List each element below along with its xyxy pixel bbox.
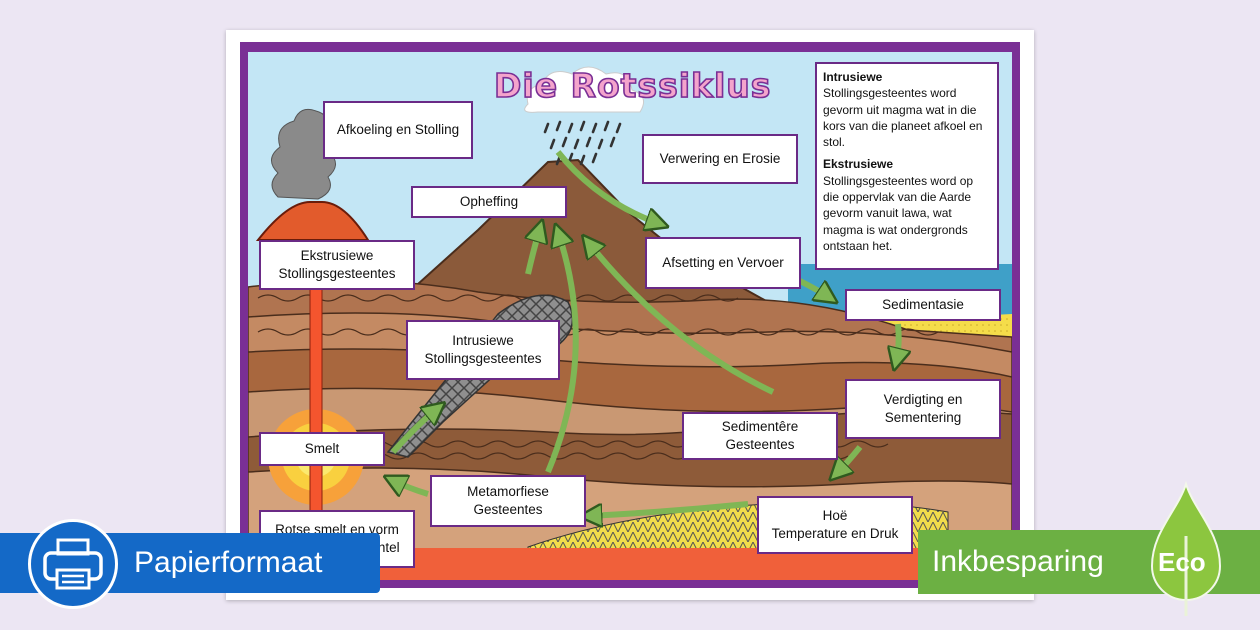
label-smelt: Smelt bbox=[259, 432, 385, 466]
info-intrusiewe-heading: Intrusiewe bbox=[823, 69, 991, 85]
label-sedimentere: Sedimentêre Gesteentes bbox=[682, 412, 838, 460]
label-verdigting: Verdigting en Sementering bbox=[845, 379, 1001, 439]
arrow-sedimentation bbox=[896, 324, 899, 362]
label-afsetting: Afsetting en Vervoer bbox=[645, 237, 801, 289]
printer-badge bbox=[28, 519, 118, 609]
label-metamorfiese: Metamorfiese Gesteentes bbox=[430, 475, 586, 527]
eco-label: Eco bbox=[1158, 547, 1206, 578]
label-hoe: Hoë Temperature en Druk bbox=[757, 496, 913, 554]
printer-icon bbox=[31, 522, 115, 606]
label-verwering: Verwering en Erosie bbox=[642, 134, 798, 184]
diagram-title: Die Rotssiklus bbox=[494, 66, 771, 105]
label-ekstrusiewe: Ekstrusiewe Stollingsgesteentes bbox=[259, 240, 415, 290]
label-opheffing: Opheffing bbox=[411, 186, 567, 218]
label-intrusiewe: Intrusiewe Stollingsgesteentes bbox=[406, 320, 560, 380]
ink-saving-label: Inkbesparing bbox=[932, 545, 1104, 579]
paper-size-label: Papierformaat bbox=[134, 546, 322, 580]
info-ekstrusiewe-text: Stollingsgesteentes word op die oppervla… bbox=[823, 174, 973, 253]
info-intrusiewe-text: Stollingsgesteentes word gevorm uit magm… bbox=[823, 86, 982, 149]
info-ekstrusiewe-heading: Ekstrusiewe bbox=[823, 156, 991, 172]
label-afkoeling: Afkoeling en Stolling bbox=[323, 101, 473, 159]
label-sedimentasie: Sedimentasie bbox=[845, 289, 1001, 321]
